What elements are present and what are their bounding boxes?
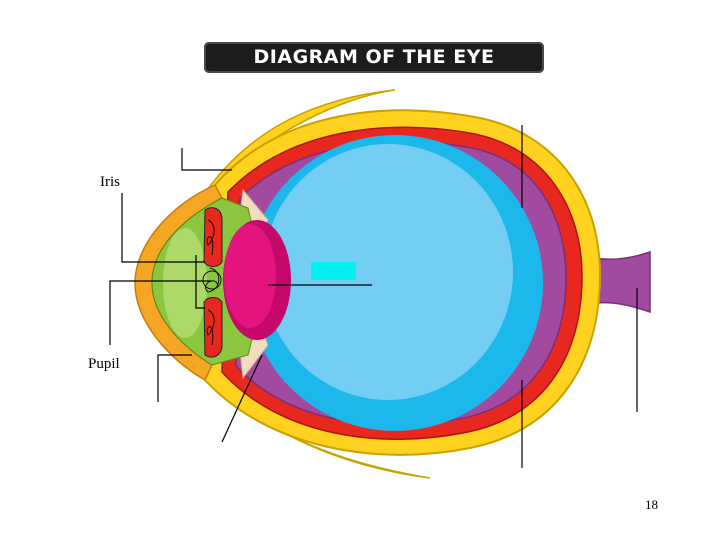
leader-line-sclera <box>181 148 232 171</box>
iris-swirls <box>202 219 222 346</box>
leader-line-cornea <box>157 354 192 402</box>
leader-line-iris <box>121 193 205 263</box>
leader-line-ciliary <box>221 354 263 443</box>
upper-eyelid <box>199 89 396 201</box>
diagram-title: DIAGRAM OF THE EYE <box>204 42 544 73</box>
vitreous-highlight <box>263 144 513 400</box>
leader-lines <box>109 125 638 468</box>
iris-label: Iris <box>100 174 120 190</box>
lens-highlight <box>224 224 276 328</box>
page-number: 18 <box>645 497 658 512</box>
leader-line-pupil <box>109 280 212 345</box>
leader-line-iris-bracket <box>195 255 205 309</box>
pupil-label: Pupil <box>88 356 120 372</box>
blank-label-box <box>311 262 356 280</box>
aqueous-highlight <box>163 228 207 338</box>
